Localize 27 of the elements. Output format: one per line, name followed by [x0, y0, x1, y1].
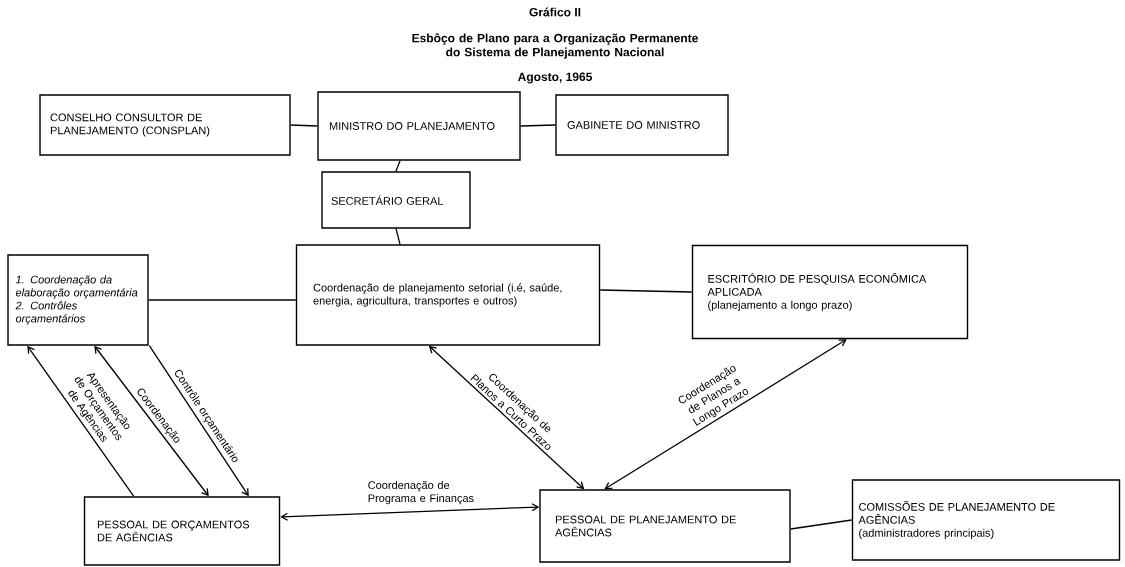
connector	[604, 339, 847, 490]
connector	[395, 160, 401, 172]
connector	[290, 124, 318, 127]
connector	[148, 299, 297, 301]
edge-label: Coordenação de Programa e Finanças	[366, 480, 479, 506]
connector	[520, 124, 556, 127]
budget-box: 1. Coordenação da elaboração orçamentária 2. Contrôles orçamentários	[7, 254, 149, 346]
connector	[428, 345, 585, 490]
office-box: ESCRITÓRIO DE PESQUISA ECONÔMICA APLICADA (planejamento a longo prazo)	[691, 244, 969, 340]
minister-box: MINISTRO DO PLANEJAMENTO	[317, 91, 521, 161]
connector	[280, 503, 540, 521]
planning-staff-box: PESSOAL DE PLANEJAMENTO DE AGÊNCIAS	[539, 489, 791, 563]
connector	[790, 519, 853, 530]
sector-box: Coordenação de planejamento setorial (i.é, saúde, energia, agricultura, transportes e outros)	[295, 244, 601, 346]
budget-staff-box: PESSOAL DE ORÇAMENTOS DE AGÊNCIAS	[83, 496, 281, 566]
connector	[148, 345, 249, 497]
secretary-box: SECRETÁRIO GERAL	[321, 171, 471, 229]
connector	[94, 345, 209, 497]
subtitle: Esbôço de Plano para a Organização Permanente do Sistema de Planejamento Nacional	[412, 33, 698, 59]
date: Agosto, 1965	[517, 72, 592, 84]
connector	[395, 228, 401, 245]
cabinet-box: GABINETE DO MINISTRO	[555, 94, 729, 156]
board-box: CONSELHO CONSULTOR DE PLANEJAMENTO (CONSPLAN)	[39, 94, 291, 156]
connector	[27, 345, 135, 497]
commission-box: COMISSÕES DE PLANEJAMENTO DE AGÊNCIAS (administradores principais)	[851, 479, 1121, 561]
connector	[599, 289, 693, 293]
title: Gráfico II	[529, 7, 581, 17]
